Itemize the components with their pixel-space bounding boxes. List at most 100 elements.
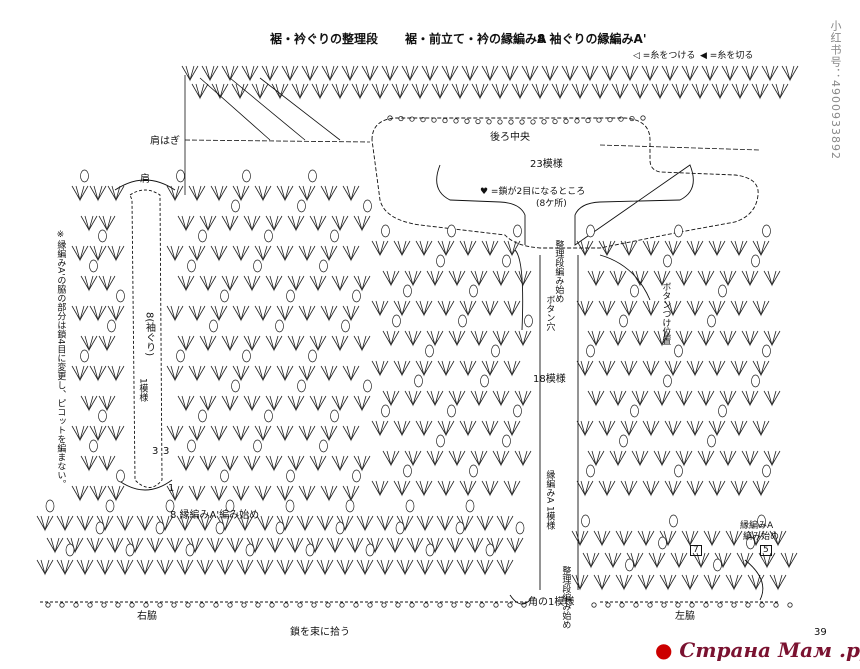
stitch-fan bbox=[265, 215, 283, 232]
label-23-reps: 23模様 bbox=[530, 159, 563, 170]
watermark-logo: ● Страна Мам .ру bbox=[655, 640, 860, 660]
stitch-fan bbox=[98, 455, 116, 472]
picot bbox=[507, 602, 513, 608]
stitch-fan bbox=[106, 537, 124, 554]
stitch-fan bbox=[492, 450, 510, 467]
stitch-fan bbox=[382, 450, 400, 467]
stitch-fan bbox=[188, 185, 206, 202]
stitch-fan bbox=[426, 537, 444, 554]
label-armhole: 8(袖ぐり) bbox=[143, 312, 155, 357]
stitch-oval bbox=[198, 229, 207, 243]
stitch-fan bbox=[276, 485, 294, 502]
stitch-oval bbox=[658, 536, 667, 550]
label-armhole-start: 8 縁編みA'編み始め bbox=[170, 510, 260, 521]
stitch-fan bbox=[503, 420, 521, 437]
stitch-fan bbox=[241, 65, 259, 82]
stitch-fan bbox=[336, 515, 354, 532]
stitch-fan bbox=[426, 450, 444, 467]
stitch-fan bbox=[581, 65, 599, 82]
stitch-fan bbox=[353, 335, 371, 352]
stitch-fan bbox=[621, 65, 639, 82]
stitch-fan bbox=[481, 420, 499, 437]
stitch-fan bbox=[371, 480, 389, 497]
stitch-fan bbox=[752, 360, 770, 377]
stitch-fan bbox=[436, 559, 454, 576]
stitch-fan bbox=[232, 485, 250, 502]
stitch-fan bbox=[626, 552, 644, 569]
stitch-fan bbox=[98, 275, 116, 292]
stitch-fan bbox=[541, 65, 559, 82]
stitch-fan bbox=[719, 450, 737, 467]
stitch-oval bbox=[365, 543, 375, 557]
stitch-fan bbox=[36, 559, 54, 576]
stitch-fan bbox=[631, 390, 649, 407]
stitch-fan bbox=[287, 335, 305, 352]
stitch-fan bbox=[609, 450, 627, 467]
stitch-fan bbox=[76, 515, 94, 532]
watermark-dot: ● bbox=[655, 638, 673, 662]
stitch-fan bbox=[254, 425, 272, 442]
stitch-fan bbox=[393, 420, 411, 437]
picot bbox=[269, 602, 275, 608]
stitch-fan bbox=[96, 559, 114, 576]
stitch-fan bbox=[404, 450, 422, 467]
picot bbox=[497, 119, 503, 125]
stitch-fan bbox=[404, 330, 422, 347]
stitch-fan bbox=[107, 185, 125, 202]
stitch-oval bbox=[414, 374, 423, 388]
stitch-oval bbox=[751, 254, 760, 268]
stitch-oval bbox=[425, 543, 435, 557]
stitch-fan bbox=[371, 83, 389, 100]
picot bbox=[381, 602, 387, 608]
stitch-fan bbox=[298, 365, 316, 382]
stitch-fan bbox=[752, 240, 770, 257]
stitch-oval bbox=[757, 514, 766, 528]
stitch-fan bbox=[320, 485, 338, 502]
stitch-fan bbox=[276, 245, 294, 262]
picot bbox=[409, 602, 415, 608]
stitch-fan bbox=[309, 395, 327, 412]
stitch-fan bbox=[71, 365, 89, 382]
stitch-fan bbox=[481, 360, 499, 377]
stitch-fan bbox=[661, 65, 679, 82]
label-back-center: 後ろ中央 bbox=[490, 132, 530, 143]
stitch-fan bbox=[459, 240, 477, 257]
picot bbox=[618, 116, 624, 122]
stitch-fan bbox=[503, 480, 521, 497]
label-shoulder-seam: 肩はぎ bbox=[150, 136, 180, 147]
stitch-fan bbox=[437, 240, 455, 257]
stitch-oval bbox=[341, 319, 350, 333]
stitch-fan bbox=[188, 245, 206, 262]
picot bbox=[353, 602, 359, 608]
stitch-fan bbox=[286, 537, 304, 554]
stitch-fan bbox=[598, 420, 616, 437]
stitch-fan bbox=[531, 83, 549, 100]
picot bbox=[73, 602, 79, 608]
stitch-fan bbox=[221, 335, 239, 352]
stitch-fan bbox=[210, 425, 228, 442]
stitch-fan bbox=[470, 330, 488, 347]
stitch-fan bbox=[56, 559, 74, 576]
stitch-fan bbox=[276, 425, 294, 442]
box-row-7: 7 bbox=[690, 545, 702, 556]
stitch-fan bbox=[341, 65, 359, 82]
stitch-fan bbox=[177, 275, 195, 292]
picot bbox=[759, 602, 765, 608]
stitch-fan bbox=[769, 574, 787, 591]
stitch-fan bbox=[196, 559, 214, 576]
stitch-fan bbox=[598, 240, 616, 257]
page-number: 39 bbox=[814, 627, 827, 638]
stitch-fan bbox=[576, 240, 594, 257]
picot bbox=[420, 116, 426, 123]
stitch-oval bbox=[275, 521, 285, 535]
stitch-fan bbox=[686, 240, 704, 257]
stitch-fan bbox=[353, 395, 371, 412]
stitch-fan bbox=[206, 537, 224, 554]
stitch-fan bbox=[664, 420, 682, 437]
label-heart-note: ♥ =鎖が2目になるところ bbox=[480, 187, 586, 197]
stitch-fan bbox=[201, 65, 219, 82]
stitch-fan bbox=[415, 300, 433, 317]
stitch-fan bbox=[107, 365, 125, 382]
stitch-oval bbox=[425, 344, 434, 358]
